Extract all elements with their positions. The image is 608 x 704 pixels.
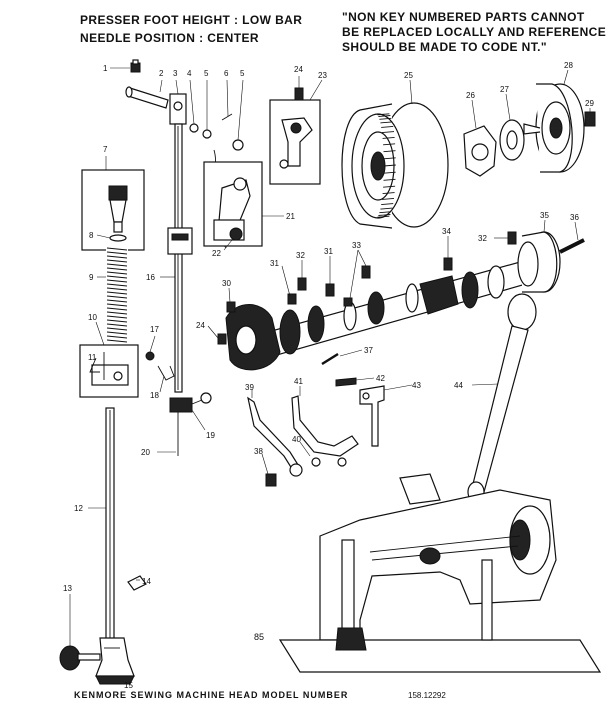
shaft-collars [279,265,505,355]
callout-5b: 5 [240,69,245,78]
callout-15: 15 [124,681,133,690]
callout-24a: 24 [294,65,303,74]
needle-clamp [169,392,212,413]
needle-bar [174,123,183,393]
shaft-pulley [517,231,561,293]
presser-clip [127,575,147,591]
wheel-washer [499,119,525,161]
callout-22: 22 [212,249,221,258]
hinge-pin [125,86,169,109]
callout-5a: 5 [204,69,209,78]
crank-box [269,99,321,185]
pin-screw [130,59,141,73]
callout-20: 20 [141,448,150,457]
parts-notice-line-3: SHOULD BE MADE TO CODE NT." [342,40,547,54]
needle-bar-clamp [167,227,193,255]
needle-bar-head [169,93,187,125]
callout-31b: 31 [324,247,333,256]
guide-screw [145,351,155,361]
callout-39: 39 [245,383,254,392]
bobbin-winder-gear [523,83,585,173]
callout-36: 36 [570,213,579,222]
callout-32b: 32 [478,234,487,243]
callout-18: 18 [150,391,159,400]
callout-25: 25 [404,71,413,80]
callout-11: 11 [88,353,97,362]
callout-34: 34 [442,227,451,236]
callout-10: 10 [88,313,97,322]
callout-numbers: 1 2 3 4 5 6 5 7 8 9 10 11 12 13 14 15 16… [63,61,594,690]
callout-12: 12 [74,504,83,513]
presser-spring [106,246,128,343]
small-screws [189,113,244,151]
callout-17: 17 [150,325,159,334]
callout-14: 14 [142,577,151,586]
feed-crank [291,395,359,467]
parts-notice-line-1: "NON KEY NUMBERED PARTS CANNOT [342,10,585,24]
take-up-lever-box [203,161,263,247]
leader-lines [69,67,591,685]
callout-26: 26 [466,91,475,100]
callout-41: 41 [294,377,303,386]
presser-guide-box [79,344,139,398]
callout-33: 33 [352,241,361,250]
callout-31a: 31 [270,259,279,268]
callout-1: 1 [103,64,108,73]
presser-foot [95,637,135,685]
feed-screw [265,473,277,487]
callout-27: 27 [500,85,509,94]
callout-42: 42 [376,374,385,383]
machine-head-assembly [278,473,602,673]
callout-13: 13 [63,584,72,593]
feed-lever [247,396,303,477]
callout-28: 28 [564,61,573,70]
callout-8: 8 [89,231,94,240]
set-screw-top [294,87,304,101]
callout-19: 19 [206,431,215,440]
connecting-rod [467,293,537,503]
needle-position-note: NEEDLE POSITION : CENTER [80,31,259,45]
callout-44: 44 [454,381,463,390]
callout-9: 9 [89,273,94,282]
callout-7: 7 [103,145,108,154]
callout-24b: 24 [196,321,205,330]
feed-bracket [359,385,385,447]
stud-pin [335,377,357,387]
callout-4: 4 [187,69,192,78]
presser-thumb-screw [59,645,101,671]
figure-code: 85 [254,632,264,642]
callout-38: 38 [254,447,263,456]
callout-23: 23 [318,71,327,80]
callout-43: 43 [412,381,421,390]
thread-guide [157,365,175,381]
oil-wick [559,238,585,254]
winder-screw [584,111,596,127]
presser-bar [105,407,115,641]
footer-model-number: 158.12292 [408,691,446,700]
shaft-counterweight [225,304,281,371]
shaft-set-screws [217,231,517,345]
callout-16: 16 [146,273,155,282]
callout-29: 29 [585,99,594,108]
callout-2: 2 [159,69,164,78]
callout-35: 35 [540,211,549,220]
callout-21: 21 [286,212,295,221]
callout-32a: 32 [296,251,305,260]
callout-37: 37 [364,346,373,355]
shaft-pin [321,352,339,366]
callout-40: 40 [292,435,301,444]
hand-wheel [341,102,449,229]
callout-30: 30 [222,279,231,288]
presser-foot-height-note: PRESSER FOOT HEIGHT : LOW BAR [80,13,303,27]
callout-3: 3 [173,69,178,78]
footer-caption: KENMORE SEWING MACHINE HEAD MODEL NUMBER [74,690,348,700]
wheel-plate [463,125,497,177]
parts-notice-line-2: BE REPLACED LOCALLY AND REFERENCE [342,25,607,39]
callout-6: 6 [224,69,229,78]
